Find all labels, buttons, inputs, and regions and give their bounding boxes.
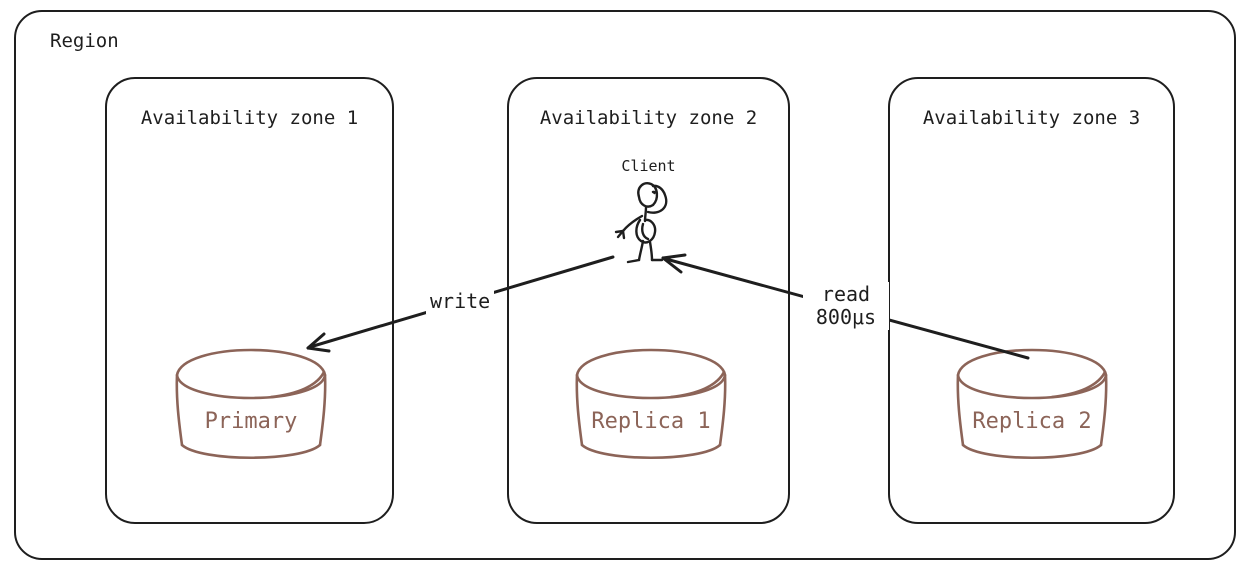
availability-zone-3-title: Availability zone 3 — [922, 107, 1141, 129]
read-arrow-latency: 800μs — [815, 305, 877, 329]
replica-1-database-node: Replica 1 — [573, 347, 729, 467]
primary-database-label: Primary — [204, 409, 298, 434]
replica-2-database-node: Replica 2 — [954, 347, 1110, 467]
region-box: Region Availability zone 1 Primary — [14, 10, 1236, 560]
region-label: Region — [50, 30, 119, 52]
client-label: Client — [621, 157, 676, 175]
primary-database-node: Primary — [173, 347, 329, 467]
write-arrow-label: write — [426, 289, 495, 314]
read-arrow-label: read 800μs — [803, 282, 889, 330]
database-cylinder-icon — [956, 348, 1108, 459]
availability-zone-2-title: Availability zone 2 — [539, 107, 758, 129]
availability-zone-1-title: Availability zone 1 — [140, 107, 359, 129]
person-icon — [614, 182, 668, 264]
database-cylinder-icon — [175, 348, 327, 459]
availability-zone-3-box: Availability zone 3 Replica 2 — [888, 77, 1175, 524]
availability-zone-1-box: Availability zone 1 Primary — [105, 77, 394, 524]
replica-2-database-label: Replica 2 — [972, 409, 1092, 434]
availability-zone-2-box: Availability zone 2 Client — [507, 77, 790, 524]
read-arrow-label-line1: read — [821, 282, 871, 306]
replica-1-database-label: Replica 1 — [591, 409, 711, 434]
database-cylinder-icon — [575, 348, 727, 459]
